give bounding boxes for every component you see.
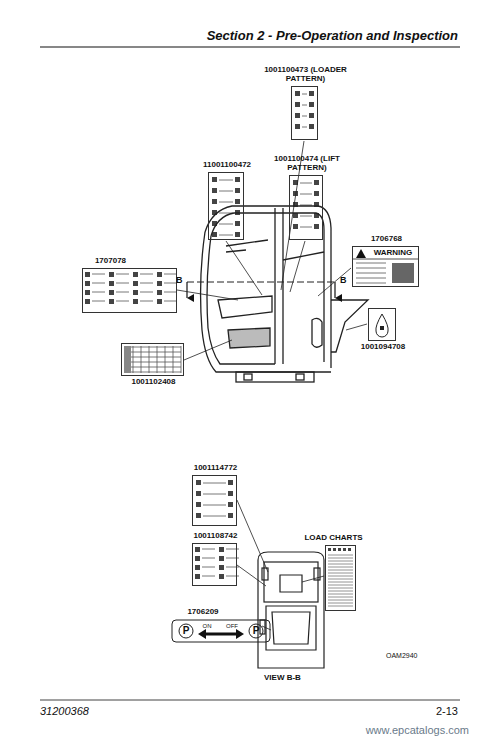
- page-heading: Section 2 - Pre-Operation and Inspection: [207, 29, 458, 43]
- decal-text: P: [179, 625, 193, 636]
- part-number: LOAD CHARTS: [294, 534, 374, 543]
- view-label: VIEW B-B: [264, 674, 301, 683]
- decal: 1001108742: [192, 543, 237, 586]
- decal: 1001100473 (LOADER PATTERN): [291, 86, 318, 140]
- decal: 1001100474 (LIFT PATTERN): [289, 175, 323, 240]
- part-number: 1001102408: [119, 378, 189, 387]
- watermark: www.epcatalogs.com: [366, 724, 469, 736]
- decal: 11001100472: [208, 172, 244, 240]
- part-number: 1001114772: [181, 464, 251, 473]
- manual-number: 31200368: [40, 705, 89, 717]
- section-letter: B: [176, 276, 183, 286]
- part-number: 1001094708: [348, 343, 418, 352]
- figure-code: OAM2940: [386, 652, 418, 660]
- decal-text: P: [249, 625, 263, 636]
- part-number: 1707078: [81, 257, 141, 266]
- section-letter: B: [340, 276, 347, 286]
- decal-text: OFF: [222, 623, 242, 630]
- decal: 1001102408: [121, 343, 184, 376]
- decal: 1001114772: [192, 475, 237, 526]
- part-number: 11001100472: [192, 161, 262, 170]
- decal: 1706768WARNING: [352, 246, 419, 287]
- decal-text: WARNING: [369, 249, 417, 258]
- part-number: 1706768: [357, 235, 417, 244]
- decal: 1001094708: [368, 308, 396, 341]
- decal: 1706209PONOFFP: [172, 620, 270, 642]
- part-number: 1001100474 (LIFT PATTERN): [259, 155, 355, 173]
- part-number: 1001108742: [181, 532, 251, 541]
- decal: LOAD CHARTS: [325, 545, 356, 611]
- decal-text: ON: [198, 623, 216, 630]
- page-number: 2-13: [436, 705, 458, 717]
- part-number: 1706209: [173, 608, 233, 617]
- part-number: 1001100473 (LOADER PATTERN): [258, 66, 354, 84]
- decal: 1707078: [82, 268, 177, 313]
